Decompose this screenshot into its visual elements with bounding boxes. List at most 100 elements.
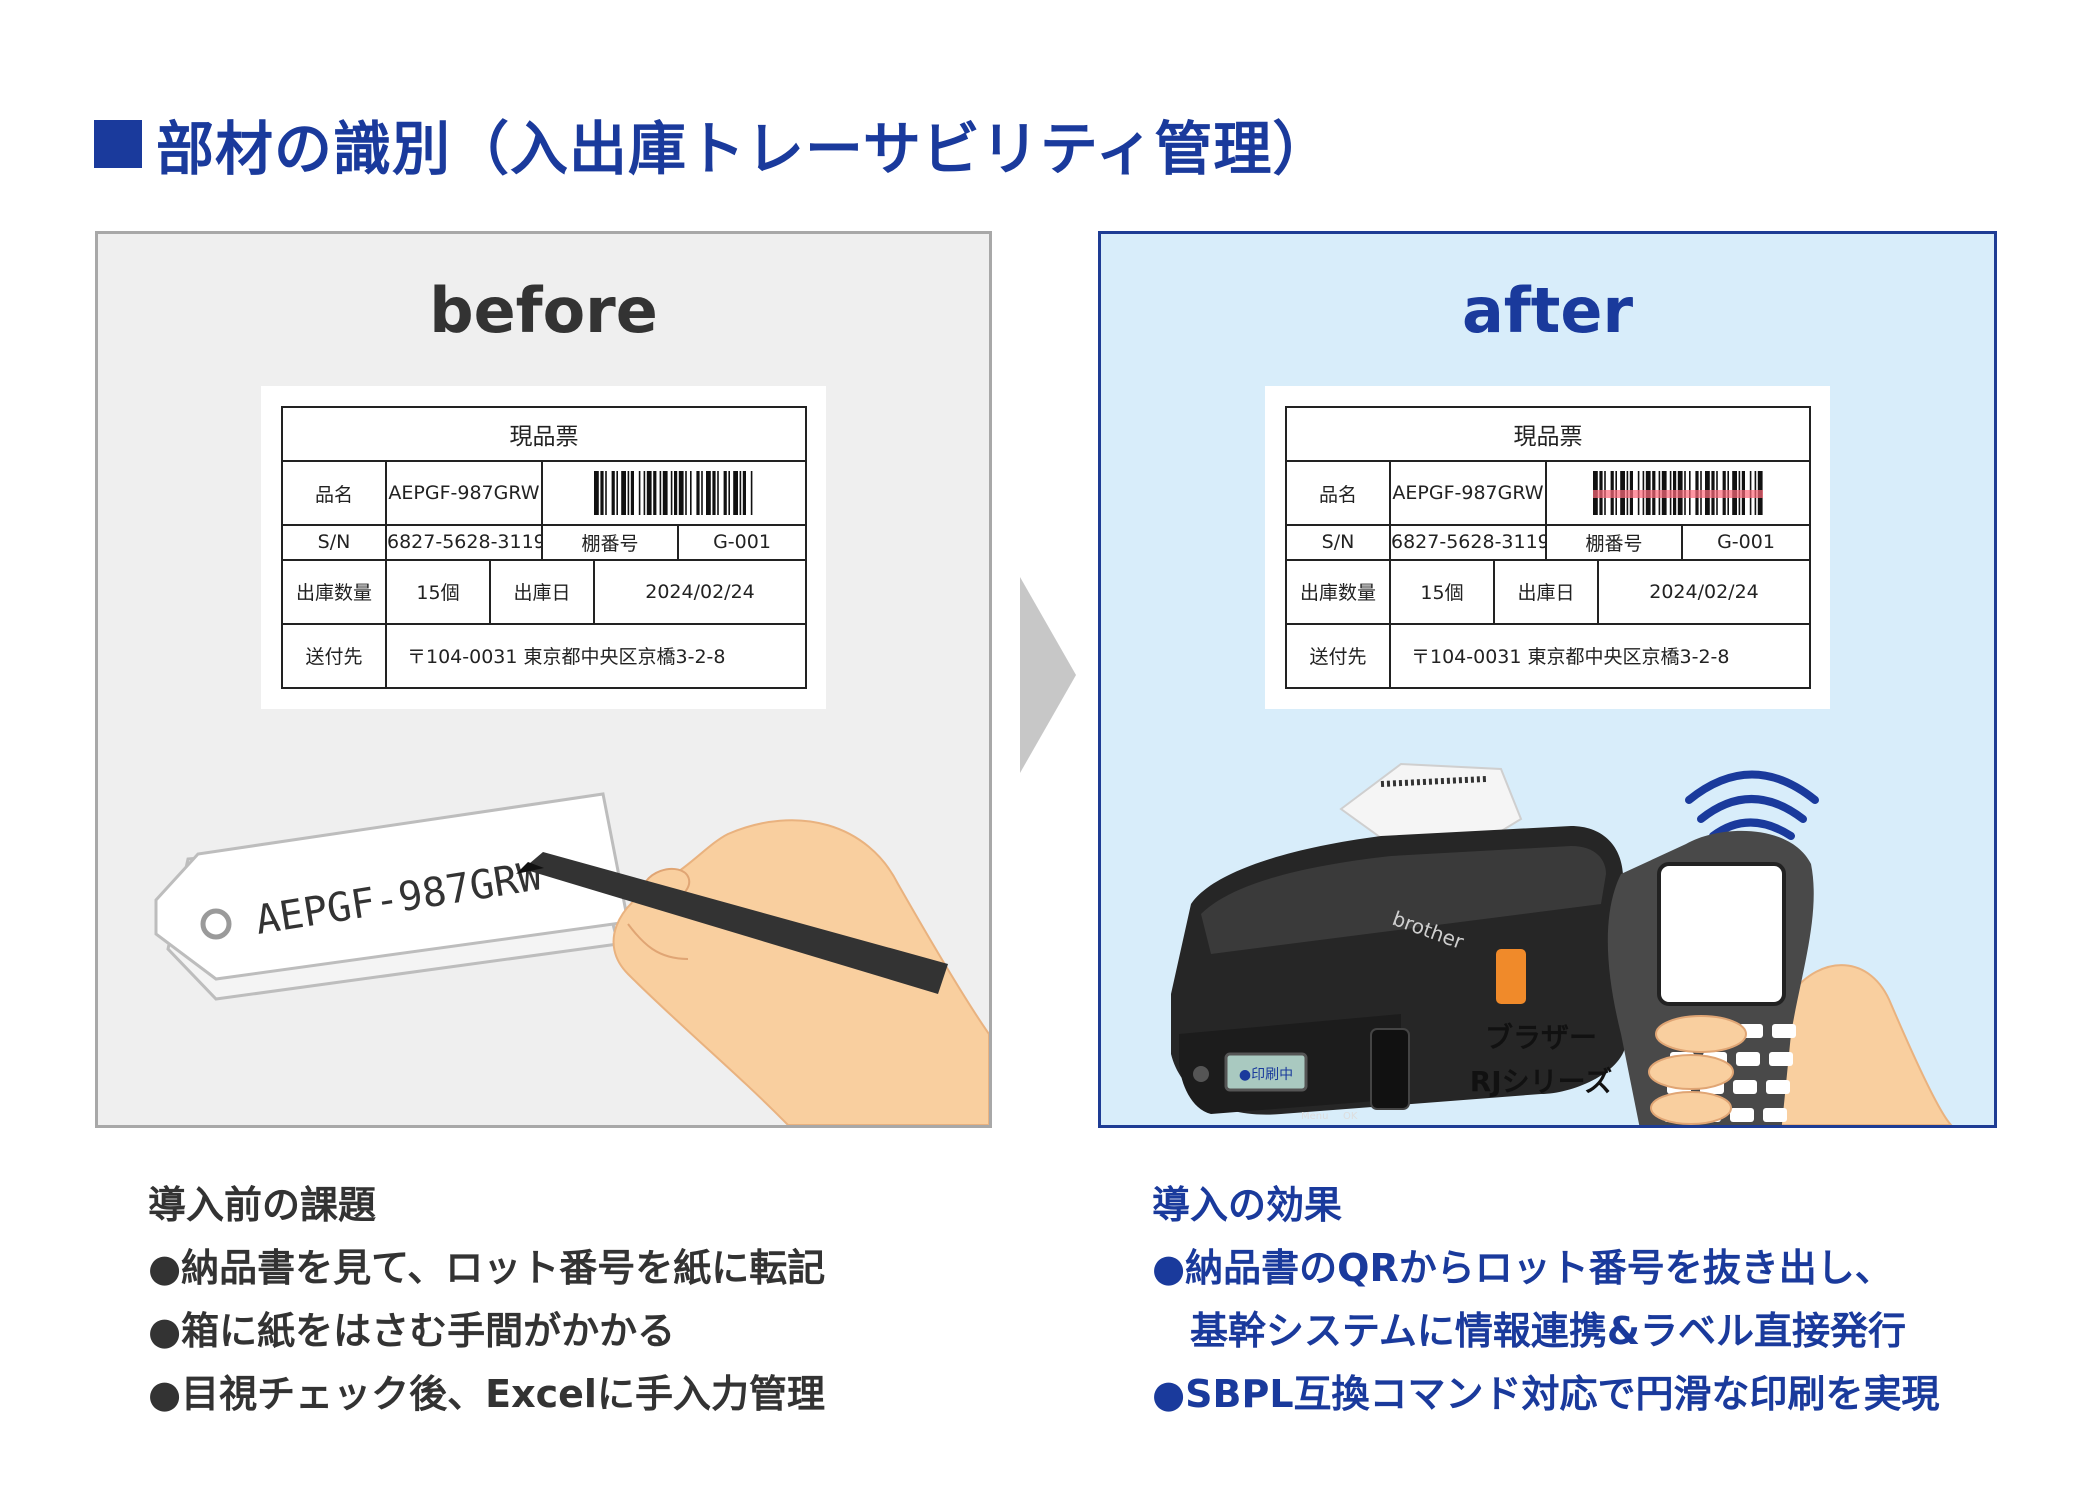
after-effect-item: 基幹システムに情報連携&ラベル直接発行 <box>1190 1309 1907 1353</box>
barcode-bar <box>653 471 657 516</box>
label-shelf-label: 棚番号 <box>1545 524 1683 561</box>
barcode-bar <box>739 471 742 516</box>
barcode-bar <box>659 471 662 516</box>
barcode-bar <box>638 471 641 516</box>
barcode-bar <box>712 471 716 516</box>
label-dest-value: 〒104-0031 東京都中央区京橋3-2-8 <box>384 622 808 690</box>
label-qty-label: 出庫数量 <box>1285 558 1391 625</box>
terminal-screen <box>1657 862 1786 1006</box>
arrow-right-icon <box>1020 577 1076 773</box>
terminal-key <box>1769 1052 1793 1066</box>
before-issues-title: 導入前の課題 <box>148 1183 377 1227</box>
after-panel: after 現品票 品名 AEPGF-987GRW S/N 6827-5628-… <box>1098 231 1997 1128</box>
barcode-bar <box>717 471 719 516</box>
barcode-bar <box>621 471 627 516</box>
label-barcode-cell <box>540 460 808 527</box>
terminal-key <box>1736 1052 1760 1066</box>
label-sn-value: 6827-5628-3119 <box>1389 524 1547 561</box>
label-shelf-value: G-001 <box>1680 524 1812 561</box>
label-date-value: 2024/02/24 <box>1596 558 1812 625</box>
barcode-bar <box>706 471 711 516</box>
barcode-scan-icon <box>1593 471 1764 516</box>
after-effects-title: 導入の効果 <box>1152 1183 1343 1227</box>
barcode-bar <box>670 471 673 516</box>
page-title: 部材の識別（入出庫トレーサビリティ管理） <box>94 104 1331 184</box>
label-shelf-value: G-001 <box>676 524 808 561</box>
before-issue-item: ●箱に紙をはさむ手間がかかる <box>148 1309 676 1353</box>
before-issue-item: ●納品書を見て、ロット番号を紙に転記 <box>148 1246 826 1290</box>
printer-screen-text: ●印刷中 <box>1239 1067 1293 1083</box>
barcode-bar <box>643 471 646 516</box>
barcode-bar <box>627 471 630 516</box>
label-title: 現品票 <box>1284 405 1812 463</box>
label-name-label: 品名 <box>281 460 387 527</box>
label-qty-label: 出庫数量 <box>281 558 387 625</box>
barcode-bar <box>678 471 684 516</box>
after-label-card: 現品票 品名 AEPGF-987GRW S/N 6827-5628-3119 棚… <box>1265 386 1830 709</box>
mobile-printer-icon: ●印刷中 Menu OK brother <box>1171 762 1626 1122</box>
label-name-value: AEPGF-987GRW <box>385 460 543 527</box>
label-date-label: 出庫日 <box>489 558 595 625</box>
before-panel: before 現品票 品名 AEPGF-987GRW S/N 6827-5628… <box>95 231 992 1128</box>
label-sn-value: 6827-5628-3119 <box>385 524 543 561</box>
label-qty-value: 15個 <box>385 558 491 625</box>
barcode-bar <box>662 471 668 516</box>
pen-icon <box>516 852 948 994</box>
barcode-bar <box>723 471 727 516</box>
terminal-key <box>1733 1080 1757 1094</box>
page-title-text: 部材の識別（入出庫トレーサビリティ管理） <box>156 115 1332 183</box>
after-effect-item: ●納品書のQRからロット番号を抜き出し、 <box>1152 1246 1893 1290</box>
before-label-table: 現品票 品名 AEPGF-987GRW S/N 6827-5628-3119 棚… <box>280 405 808 690</box>
barcode-bar <box>728 471 731 516</box>
barcode-bar <box>594 471 599 516</box>
label-name-label: 品名 <box>1285 460 1391 527</box>
label-date-label: 出庫日 <box>1493 558 1599 625</box>
printer-menu-label: Menu <box>1301 1111 1328 1122</box>
power-icon <box>1193 1066 1209 1082</box>
printer-caption: ブラザー RJシリーズ <box>1441 1016 1641 1104</box>
terminal-key <box>1730 1108 1754 1122</box>
printer-lever <box>1496 949 1526 1004</box>
printer-ok-label: OK <box>1343 1111 1358 1122</box>
label-date-value: 2024/02/24 <box>592 558 808 625</box>
after-label-table: 現品票 品名 AEPGF-987GRW S/N 6827-5628-3119 棚… <box>1284 405 1812 690</box>
printer-caption-line2: RJシリーズ <box>1469 1065 1613 1098</box>
barcode-bar <box>616 471 619 516</box>
after-heading: after <box>1461 274 1634 347</box>
barcode-bar <box>611 471 615 516</box>
label-qty-value: 15個 <box>1389 558 1495 625</box>
label-name-value: AEPGF-987GRW <box>1389 460 1547 527</box>
terminal-key <box>1772 1024 1796 1038</box>
label-sn-label: S/N <box>281 524 387 561</box>
before-label-card: 現品票 品名 AEPGF-987GRW S/N 6827-5628-3119 棚… <box>261 386 826 709</box>
label-sn-label: S/N <box>1285 524 1391 561</box>
scan-line <box>1593 490 1764 499</box>
title-square-icon <box>94 120 142 168</box>
barcode-bar <box>685 471 687 516</box>
before-heading: before <box>429 274 658 347</box>
before-issue-item: ●目視チェック後、Excelに手入力管理 <box>148 1372 825 1416</box>
label-dest-label: 送付先 <box>281 622 387 690</box>
label-title: 現品票 <box>280 405 808 463</box>
printer-screen <box>1224 1052 1308 1092</box>
tag-hole-icon <box>200 908 232 940</box>
barcode-icon <box>594 471 753 516</box>
terminal-key <box>1763 1108 1787 1122</box>
barcode-bar <box>605 471 607 516</box>
barcode-bar <box>674 471 678 516</box>
barcode-bar <box>696 471 700 516</box>
barcode-bar <box>630 471 635 516</box>
handwriting-illustration: AEPGF-987GRW <box>154 792 989 1125</box>
barcode-bar <box>690 471 692 516</box>
label-barcode-cell <box>1544 460 1812 527</box>
barcode-bar <box>750 471 753 516</box>
barcode-bar <box>733 471 739 516</box>
barcode-bar <box>600 471 604 516</box>
barcode-bar <box>646 471 652 516</box>
after-effect-item: ●SBPL互換コマンド対応で円滑な印刷を実現 <box>1152 1372 1940 1416</box>
handheld-terminal-icon <box>1607 830 1953 1125</box>
label-dest-value: 〒104-0031 東京都中央区京橋3-2-8 <box>1388 622 1812 690</box>
barcode-bar <box>701 471 703 516</box>
device-illustration: ●印刷中 Menu OK brother <box>1171 762 1953 1125</box>
barcode-bar <box>742 471 747 516</box>
